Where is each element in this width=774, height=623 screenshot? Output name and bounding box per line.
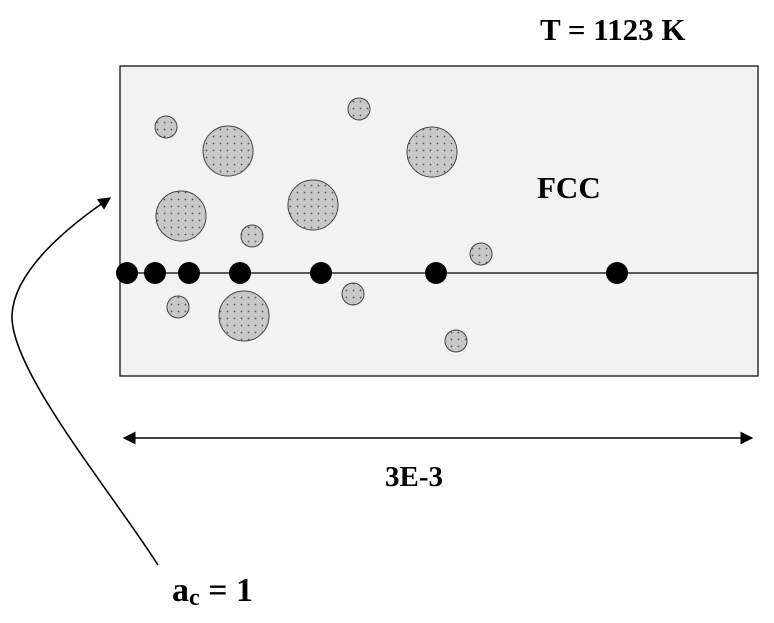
boundary-particle bbox=[144, 262, 166, 284]
activity-subscript: c bbox=[189, 585, 200, 611]
precipitate bbox=[154, 115, 178, 139]
phase-label: FCC bbox=[537, 170, 601, 205]
boundary-particle bbox=[310, 262, 332, 284]
precipitate bbox=[469, 242, 493, 266]
boundary-particles bbox=[116, 262, 628, 284]
precipitate bbox=[341, 282, 365, 306]
fcc-matrix-region bbox=[119, 65, 759, 377]
temperature-label: T = 1123 K bbox=[540, 12, 686, 47]
precipitate bbox=[155, 190, 207, 242]
boundary-particle bbox=[229, 262, 251, 284]
boundary-particle bbox=[178, 262, 200, 284]
width-label: 3E-3 bbox=[385, 461, 443, 493]
boundary-particle bbox=[116, 262, 138, 284]
precipitate bbox=[218, 290, 270, 342]
activity-value: = 1 bbox=[199, 572, 254, 609]
activity-label: ac = 1 bbox=[172, 572, 254, 611]
precipitates bbox=[154, 97, 493, 353]
boundary-particle bbox=[606, 262, 628, 284]
precipitate bbox=[347, 97, 371, 121]
precipitate bbox=[406, 126, 458, 178]
precipitate bbox=[202, 125, 254, 177]
precipitate bbox=[240, 224, 264, 248]
boundary-particle bbox=[425, 262, 447, 284]
precipitate bbox=[166, 295, 190, 319]
precipitate bbox=[287, 179, 339, 231]
precipitate bbox=[444, 329, 468, 353]
activity-symbol: a bbox=[172, 572, 189, 609]
activity-pointer-arrow bbox=[11, 197, 159, 566]
